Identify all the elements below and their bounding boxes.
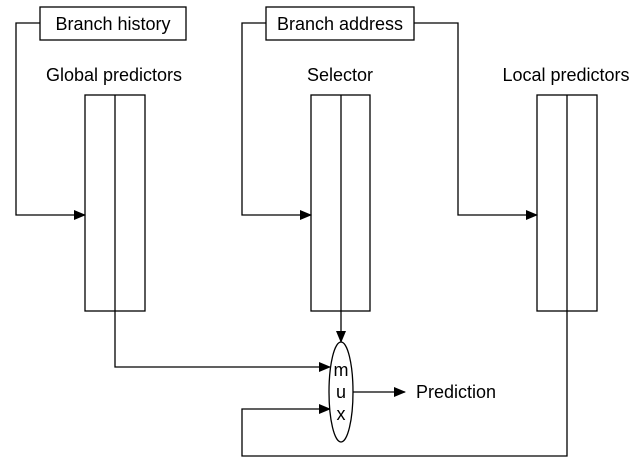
local-predictors-table (536, 94, 598, 312)
branch-address-box: Branch address (265, 6, 415, 41)
global-predictors-table (84, 94, 146, 312)
mux-letter-u: u (336, 382, 346, 402)
local-predictors-title: Local predictors (502, 65, 629, 85)
selector-table (310, 94, 371, 312)
address-to-selector-arrow (241, 22, 312, 220)
history-to-global-arrow (15, 22, 86, 220)
selector-title: Selector (307, 65, 373, 85)
mux-ellipse: m u x (328, 341, 354, 443)
mux-letter-x: x (337, 404, 346, 424)
address-to-local-arrow (414, 22, 538, 220)
branch-address-label: Branch address (277, 14, 403, 34)
branch-history-box: Branch history (39, 6, 187, 41)
mux-letter-m: m (334, 360, 349, 380)
local-to-mux-arrow (241, 311, 568, 457)
prediction-label: Prediction (416, 382, 496, 402)
branch-history-label: Branch history (55, 14, 170, 34)
global-predictors-title: Global predictors (46, 65, 182, 85)
global-to-mux-arrow (114, 311, 331, 372)
